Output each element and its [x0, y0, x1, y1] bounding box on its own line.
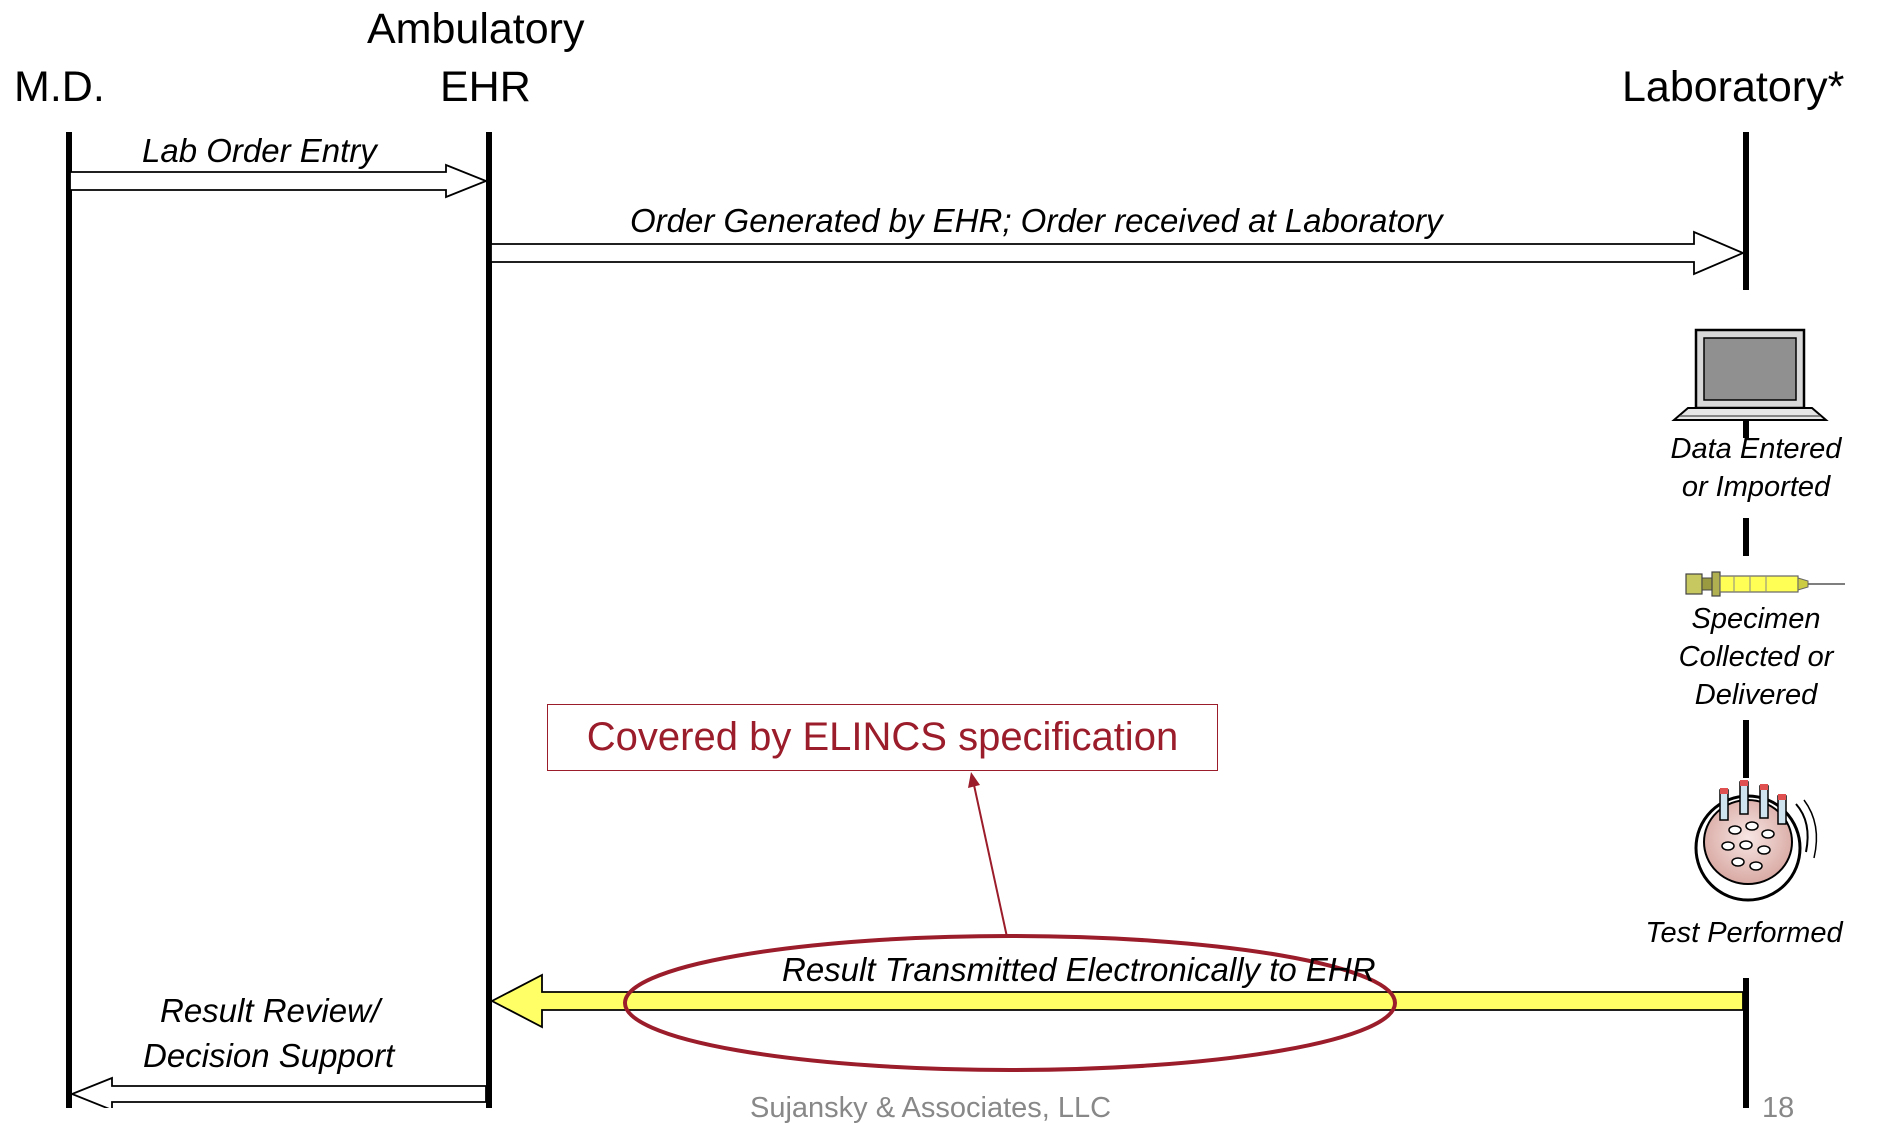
lab-order-entry-label: Lab Order Entry	[142, 132, 377, 169]
specimen-line3: Delivered	[1694, 679, 1818, 711]
ehr-header-line2: EHR	[440, 63, 531, 111]
result-transmitted-arrow	[490, 973, 1744, 1029]
callout-pointer	[968, 772, 1008, 938]
test-tray-icon	[1694, 780, 1818, 902]
laboratory-header: Laboratory*	[1622, 63, 1845, 111]
ehr-header-line1: Ambulatory	[367, 5, 585, 53]
elincs-coverage-ellipse	[623, 934, 1397, 1072]
test-performed-label: Test Performed	[1645, 917, 1843, 949]
order-generated-label: Order Generated by EHR; Order received a…	[630, 202, 1443, 239]
result-review-label-line2: Decision Support	[143, 1037, 395, 1074]
laptop-icon	[1671, 328, 1829, 421]
data-entered-line2: or Imported	[1681, 471, 1831, 503]
lab-order-entry-arrow	[69, 163, 489, 199]
page-number: 18	[1762, 1092, 1795, 1124]
order-generated-arrow	[490, 230, 1746, 276]
specimen-line1: Specimen	[1691, 603, 1821, 635]
md-header: M.D.	[14, 63, 105, 111]
result-review-arrow	[69, 1076, 487, 1108]
data-entered-line1: Data Entered	[1670, 433, 1842, 465]
specimen-line2: Collected or	[1678, 641, 1834, 673]
footer-company: Sujansky & Associates, LLC	[750, 1092, 1112, 1124]
specimen-label: Specimen Collected or Delivered	[1646, 600, 1866, 714]
data-entered-label: Data Entered or Imported	[1646, 430, 1866, 506]
result-transmitted-label: Result Transmitted Electronically to EHR	[782, 951, 1376, 988]
elincs-callout-box: Covered by ELINCS specification	[547, 704, 1218, 771]
result-review-label-line1: Result Review/	[160, 992, 381, 1029]
syringe-icon	[1685, 571, 1845, 597]
